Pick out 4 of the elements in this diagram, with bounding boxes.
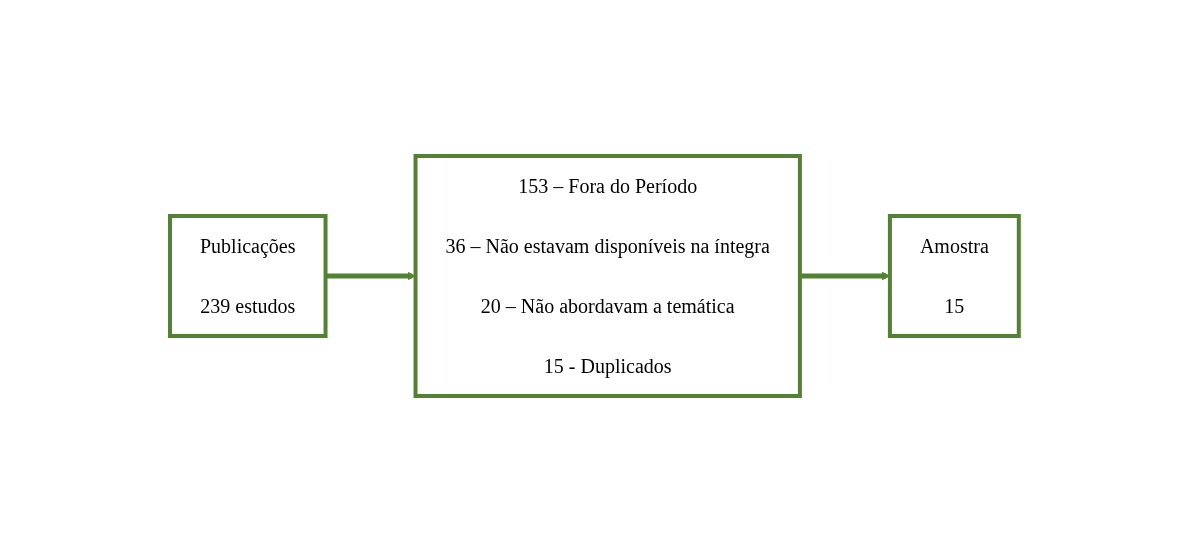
arrow bbox=[800, 271, 891, 281]
node-box: Amostra 15 bbox=[888, 214, 1021, 338]
node-box: Publicações 239 estudos bbox=[168, 214, 328, 338]
node-box: 153 – Fora do Período 36 – Não estavam disponíveis na íntegra 20 – Não abordavam a temática 15 - Duplicados bbox=[413, 154, 802, 398]
